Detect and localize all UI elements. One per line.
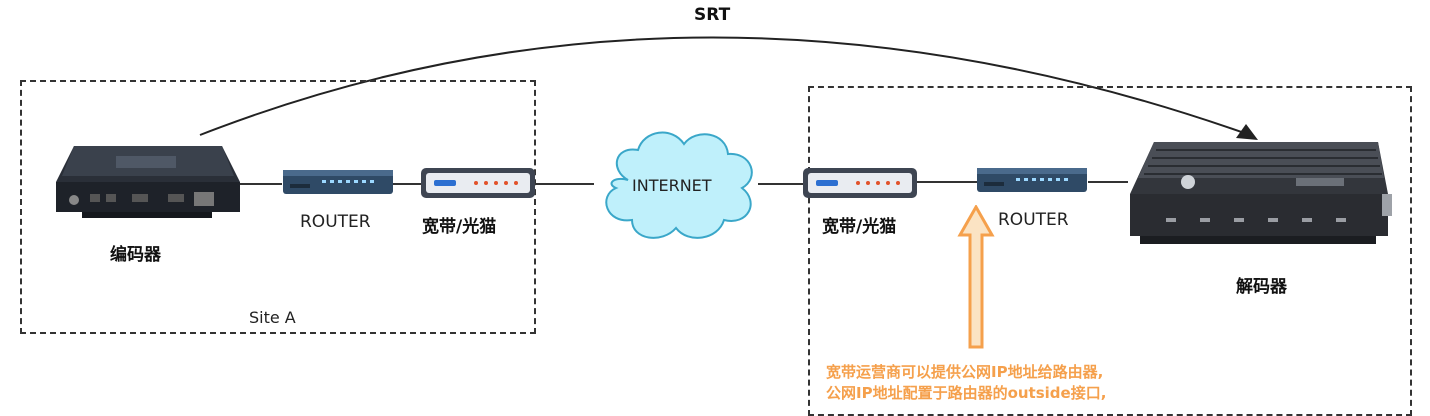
router-b-label: ROUTER bbox=[998, 210, 1069, 230]
modem-b-icon bbox=[803, 168, 917, 198]
encoder-device bbox=[56, 146, 240, 218]
router-a-icon bbox=[283, 170, 393, 194]
modem-a-icon bbox=[421, 168, 535, 198]
link-modem-cloud bbox=[534, 183, 594, 185]
public-ip-arrow bbox=[957, 205, 995, 349]
link-encoder-router-a bbox=[240, 183, 282, 185]
protocol-label: SRT bbox=[694, 5, 731, 25]
modem-b-label: 宽带/光猫 bbox=[822, 217, 897, 237]
note-line-1: 宽带运营商可以提供公网IP地址给路由器, bbox=[826, 363, 1104, 381]
link-router-modem-a bbox=[392, 183, 422, 185]
srt-arrowhead bbox=[1236, 124, 1258, 140]
modem-a-label: 宽带/光猫 bbox=[422, 217, 497, 237]
decoder-device bbox=[1130, 142, 1392, 244]
router-a-label: ROUTER bbox=[300, 212, 371, 232]
note-line-2: 公网IP地址配置于路由器的outside接口, bbox=[826, 384, 1107, 402]
site-a-box bbox=[20, 80, 536, 334]
router-b-icon bbox=[977, 168, 1087, 192]
cloud-label: INTERNET bbox=[632, 176, 712, 195]
link-cloud-modem-b bbox=[758, 183, 804, 185]
link-router-decoder bbox=[1088, 181, 1128, 183]
site-a-label: Site A bbox=[249, 308, 296, 327]
internet-cloud bbox=[605, 131, 753, 239]
encoder-label: 编码器 bbox=[110, 245, 161, 265]
link-modem-router-b bbox=[917, 181, 977, 183]
decoder-label: 解码器 bbox=[1236, 277, 1287, 297]
